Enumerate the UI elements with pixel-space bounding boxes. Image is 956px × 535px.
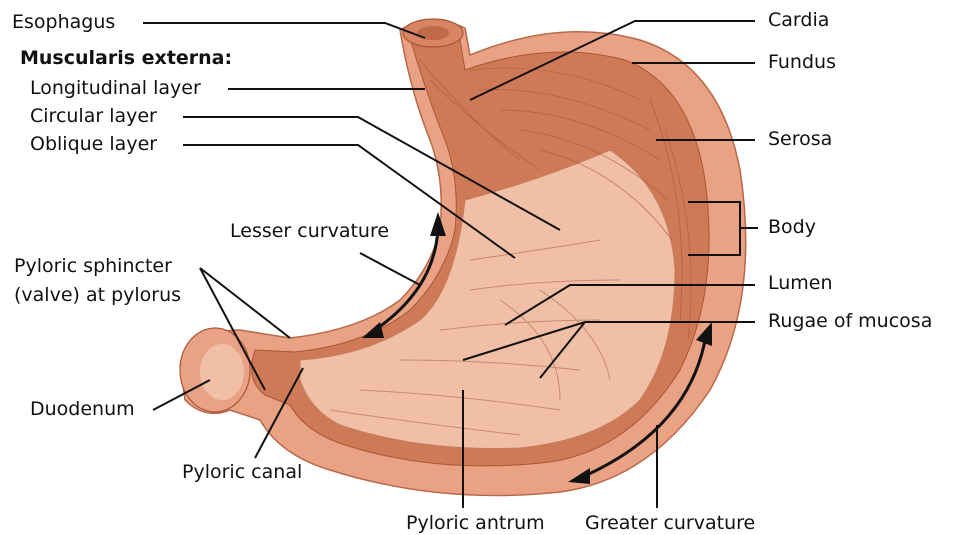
label-lumen: Lumen: [768, 272, 833, 294]
esophagus-lumen: [417, 26, 449, 40]
label-fundus: Fundus: [768, 51, 836, 73]
label-body: Body: [768, 216, 816, 238]
leader-esophagus: [143, 23, 425, 38]
label-esophagus: Esophagus: [12, 11, 115, 33]
label-longitudinal-layer: Longitudinal layer: [30, 77, 201, 99]
label-greater-curvature: Greater curvature: [585, 512, 755, 534]
stomach-lumen: [300, 150, 675, 449]
label-circular-layer: Circular layer: [30, 105, 157, 127]
label-duodenum: Duodenum: [30, 398, 135, 420]
label-lesser-curvature: Lesser curvature: [230, 220, 389, 242]
label-rugae-of-mucosa: Rugae of mucosa: [768, 310, 932, 332]
duodenum-lumen: [200, 344, 244, 400]
label-serosa: Serosa: [768, 128, 832, 150]
label-pyloric-sphincter-valve: (valve) at pylorus: [14, 284, 181, 306]
label-cardia: Cardia: [768, 9, 829, 31]
label-muscularis-externa: Muscularis externa:: [20, 47, 232, 69]
label-pyloric-canal: Pyloric canal: [182, 461, 302, 483]
label-pyloric-antrum: Pyloric antrum: [406, 512, 545, 534]
label-oblique-layer: Oblique layer: [30, 133, 157, 155]
label-pyloric-sphincter: Pyloric sphincter: [14, 255, 172, 277]
leader-lesser: [360, 253, 420, 285]
